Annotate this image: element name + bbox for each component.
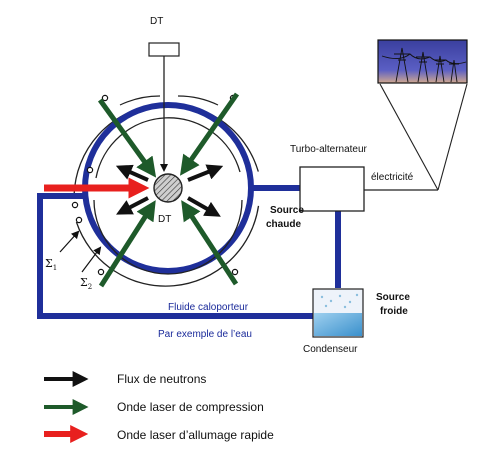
sigma1-pointer [59,230,80,253]
compression-arrow-nw [97,98,157,178]
dt-injector [148,42,180,172]
sigma2-symbol: Σ [80,276,88,289]
compression-laser-arrows [97,92,240,288]
dt-target-pellet [153,173,183,203]
legend-label-ignition: Onde laser d’allumage rapide [117,428,274,442]
sigma2-subscript: 2 [88,283,92,291]
sigma1-symbol: Σ [45,257,53,270]
power-lines-image [377,39,468,191]
condenser-label: Condenseur [303,344,358,355]
turbo-alternator-box [299,166,365,212]
dt-target-label: DT [158,214,171,225]
dt-injector-label: DT [150,16,163,27]
hot-source-label-line2: chaude [266,219,301,230]
coolant-loop [37,185,341,319]
legend-label-compression: Onde laser de compression [117,400,264,414]
cold-source-label-line2: froide [380,306,408,317]
neutron-arrow-sw [116,196,149,215]
sigma2-pointer [81,246,102,273]
neutron-arrow-nw [115,164,149,182]
chamber-top-arcs [119,95,219,106]
neutron-arrow-se [187,196,221,217]
coolant-example-label: Par exemple de l’eau [158,329,252,340]
legend: Flux de neutrons Onde laser de compressi… [44,371,274,443]
condenser-water [314,313,362,336]
coolant-label: Fluide caloporteur [168,302,249,313]
hot-source-label-line1: Source [270,205,304,216]
chamber-inner-walls [93,117,243,275]
compression-arrow-sw [98,200,156,288]
dt-injector-box [148,42,180,57]
electricity-label: électricité [371,172,414,183]
sigma2-label: Σ2 [80,276,92,291]
cold-source-label-line1: Source [376,292,410,303]
sigma1-label: Σ1 [45,257,57,272]
neutron-arrow-ne [187,164,224,182]
compression-arrow-ne [179,92,240,176]
turbo-alternator-label: Turbo-alternateur [290,144,368,155]
sigma1-subscript: 1 [53,264,57,272]
condenser [312,288,364,338]
legend-label-neutrons: Flux de neutrons [117,372,206,386]
compression-arrow-se [181,200,239,286]
